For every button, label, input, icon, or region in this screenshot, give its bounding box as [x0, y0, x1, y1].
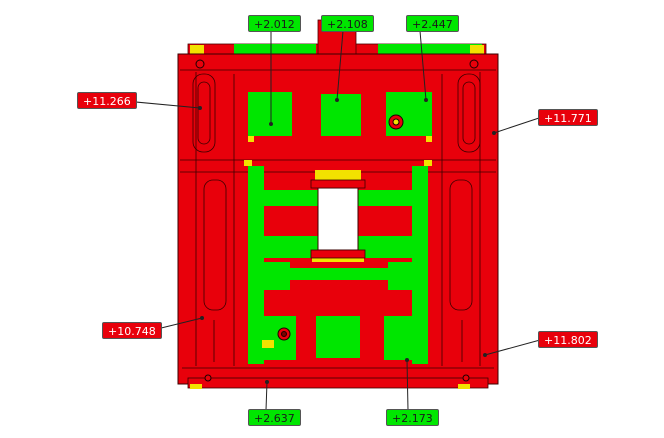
- deviation-label-top-3: +2.447: [406, 15, 459, 32]
- deviation-label-bottom-1: +2.637: [248, 409, 301, 426]
- deviation-label-bottom-2: +2.173: [386, 409, 439, 426]
- mounting-holes: [195, 59, 479, 382]
- center-opening: [317, 187, 359, 251]
- leader-lines: [124, 30, 541, 411]
- deviation-label-lower-right: +11.802: [538, 331, 598, 348]
- yellow-zones: [244, 136, 432, 348]
- deviation-label-top-2: +2.108: [321, 15, 374, 32]
- deviation-label-top-1: +2.012: [248, 15, 301, 32]
- ribs: [180, 69, 496, 369]
- deviation-label-lower-left: +10.748: [102, 322, 162, 339]
- deviation-label-upper-left: +11.266: [77, 92, 137, 109]
- deviation-label-upper-right: +11.771: [538, 109, 598, 126]
